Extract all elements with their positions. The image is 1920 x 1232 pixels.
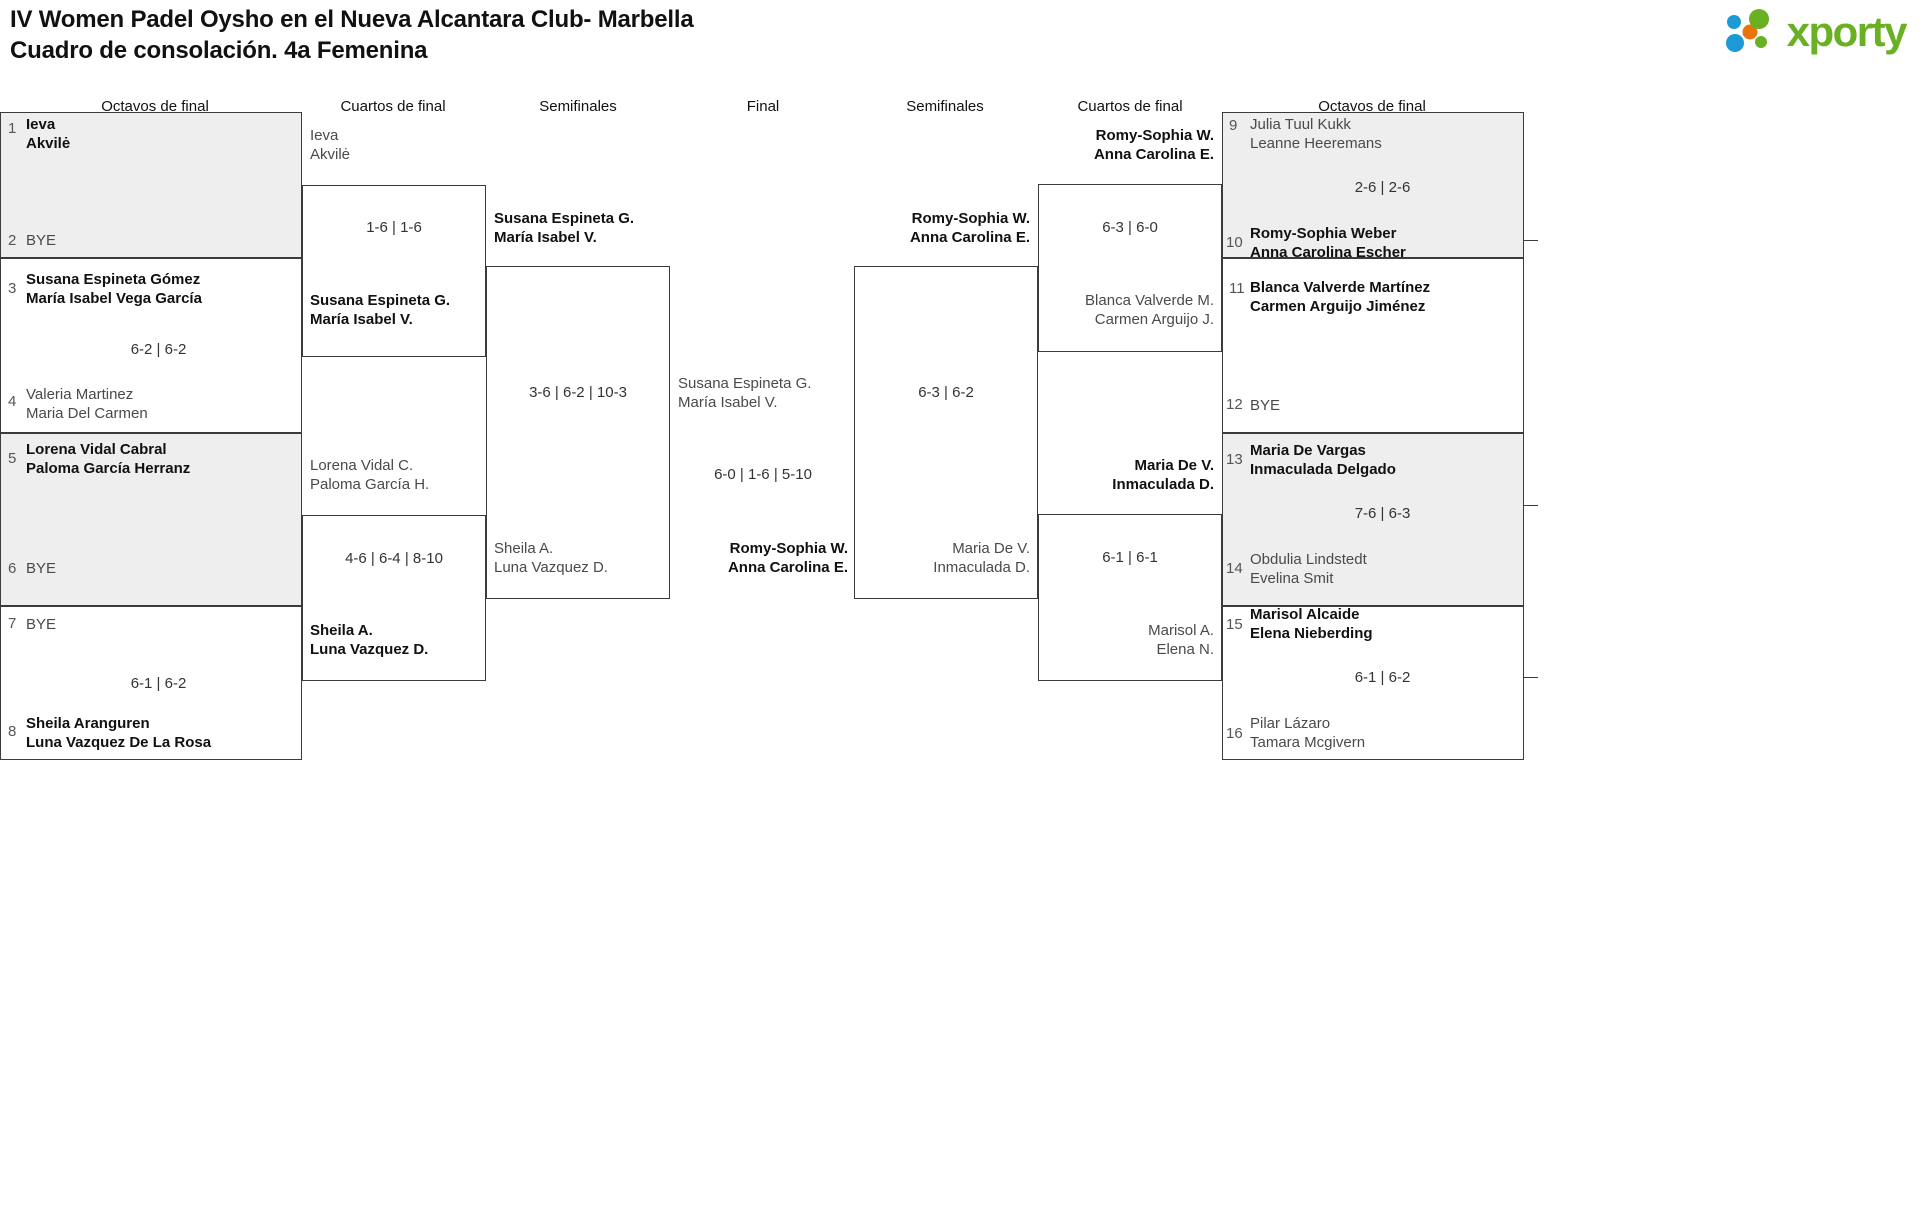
seed-number: 3 — [8, 280, 17, 297]
round-header-octavos-right: Octavos de final — [1318, 98, 1426, 115]
team-name: Blanca Valverde Martínez Carmen Arguijo … — [1250, 279, 1431, 315]
team-name: Blanca Valverde M. Carmen Arguijo J. — [1085, 292, 1214, 328]
logo-wordmark: xporty — [1786, 8, 1908, 55]
seed-number: 9 — [1229, 117, 1238, 134]
team-name: Lorena Vidal Cabral Paloma García Herran… — [26, 441, 191, 477]
match-score: 2-6 | 2-6 — [1354, 179, 1411, 196]
connector-line — [1524, 240, 1538, 241]
team-name: Susana Espineta G. María Isabel V. — [494, 210, 635, 246]
match-score: 6-1 | 6-1 — [1102, 549, 1158, 566]
connector-line — [1524, 505, 1538, 506]
team-name: BYE — [26, 232, 57, 249]
team-name: Romy-Sophia W. Anna Carolina E. — [909, 210, 1030, 246]
team-name: Lorena Vidal C. Paloma García H. — [310, 457, 430, 493]
match-box-rsf-1[interactable] — [854, 266, 1038, 599]
team-name: Julia Tuul Kukk Leanne Heeremans — [1250, 116, 1382, 152]
match-box-lqf-1[interactable] — [302, 185, 486, 357]
round-header-cuartos-left: Cuartos de final — [340, 98, 446, 115]
match-score: 6-3 | 6-0 — [1102, 219, 1158, 236]
match-box-rqf-2[interactable] — [1038, 514, 1222, 681]
match-score: 6-0 | 1-6 | 5-10 — [714, 466, 812, 483]
team-name: Maria De Vargas Inmaculada Delgado — [1250, 442, 1396, 478]
team-name: Susana Espineta G. María Isabel V. — [310, 292, 451, 328]
match-score: 3-6 | 6-2 | 10-3 — [529, 384, 627, 401]
seed-number: 6 — [8, 560, 17, 577]
seed-number: 4 — [8, 393, 17, 410]
team-name: Susana Espineta Gómez María Isabel Vega … — [26, 271, 202, 307]
team-name: Ieva Akvilė — [26, 116, 71, 152]
logo-dots-icon — [1725, 9, 1769, 52]
page-title: IV Women Padel Oysho en el Nueva Alcanta… — [10, 6, 694, 64]
seed-number: 14 — [1226, 560, 1243, 577]
match-box-lsf-1[interactable] — [486, 266, 670, 599]
match-score: 4-6 | 6-4 | 8-10 — [345, 550, 443, 567]
team-name: Marisol Alcaide Elena Nieberding — [1250, 606, 1373, 642]
team-name: Maria De V. Inmaculada D. — [933, 540, 1030, 576]
team-name: Romy-Sophia W. Anna Carolina E. — [727, 540, 848, 576]
match-cell-l16-2[interactable] — [0, 258, 302, 433]
match-cell-l16-4[interactable] — [0, 606, 302, 760]
seed-number: 16 — [1226, 725, 1243, 742]
round-header-semis-left: Semifinales — [539, 98, 617, 115]
seed-number: 1 — [8, 120, 17, 137]
team-name: Susana Espineta G. María Isabel V. — [678, 375, 812, 411]
match-cell-r16-3[interactable] — [1222, 433, 1524, 606]
round-header-cuartos-right: Cuartos de final — [1077, 98, 1183, 115]
match-cell-r16-1[interactable] — [1222, 112, 1524, 258]
team-name: BYE — [1250, 397, 1281, 414]
team-name: Romy-Sophia Weber Anna Carolina Escher — [1250, 225, 1406, 261]
round-header-final: Final — [746, 98, 780, 115]
connector-line — [1524, 677, 1538, 678]
team-name: Sheila A. Luna Vazquez D. — [494, 540, 608, 576]
round-header-semis-right: Semifinales — [906, 98, 984, 115]
team-name: Valeria Martinez Maria Del Carmen — [26, 386, 148, 422]
seed-number: 10 — [1226, 234, 1243, 251]
match-score: 6-1 | 6-2 — [1354, 669, 1411, 686]
team-name: Marisol A. Elena N. — [1148, 622, 1214, 658]
match-cell-l16-3[interactable] — [0, 433, 302, 606]
seed-number: 15 — [1226, 616, 1243, 633]
round-header-octavos-left: Octavos de final — [101, 98, 209, 115]
match-score: 7-6 | 6-3 — [1354, 505, 1411, 522]
seed-number: 5 — [8, 450, 17, 467]
team-name: BYE — [26, 616, 57, 633]
match-score: 6-2 | 6-2 — [130, 341, 187, 358]
match-cell-r16-4[interactable] — [1222, 606, 1524, 760]
seed-number: 7 — [8, 615, 17, 632]
team-name: BYE — [26, 560, 57, 577]
seed-number: 11 — [1229, 280, 1245, 297]
team-name: Pilar Lázaro Tamara Mcgivern — [1250, 715, 1366, 751]
team-name: Maria De V. Inmaculada D. — [1112, 457, 1214, 493]
xporty-logo: xporty — [1725, 8, 1908, 56]
match-score: 6-1 | 6-2 — [130, 675, 187, 692]
team-name: Ieva Akvilė — [310, 127, 351, 163]
match-cell-l16-1[interactable] — [0, 112, 302, 258]
team-name: Sheila Aranguren Luna Vazquez De La Rosa — [26, 715, 212, 751]
match-box-rqf-1[interactable] — [1038, 184, 1222, 352]
seed-number: 2 — [8, 232, 17, 249]
match-score: 6-3 | 6-2 — [918, 384, 974, 401]
team-name: Obdulia Lindstedt Evelina Smit — [1250, 551, 1367, 587]
team-name: Sheila A. Luna Vazquez D. — [310, 622, 429, 658]
team-name: Romy-Sophia W. Anna Carolina E. — [1093, 127, 1214, 163]
seed-number: 12 — [1226, 396, 1243, 413]
match-box-lqf-2[interactable] — [302, 515, 486, 681]
match-cell-r16-2[interactable] — [1222, 258, 1524, 433]
seed-number: 8 — [8, 723, 17, 740]
seed-number: 13 — [1226, 451, 1243, 468]
match-score: 1-6 | 1-6 — [366, 219, 422, 236]
